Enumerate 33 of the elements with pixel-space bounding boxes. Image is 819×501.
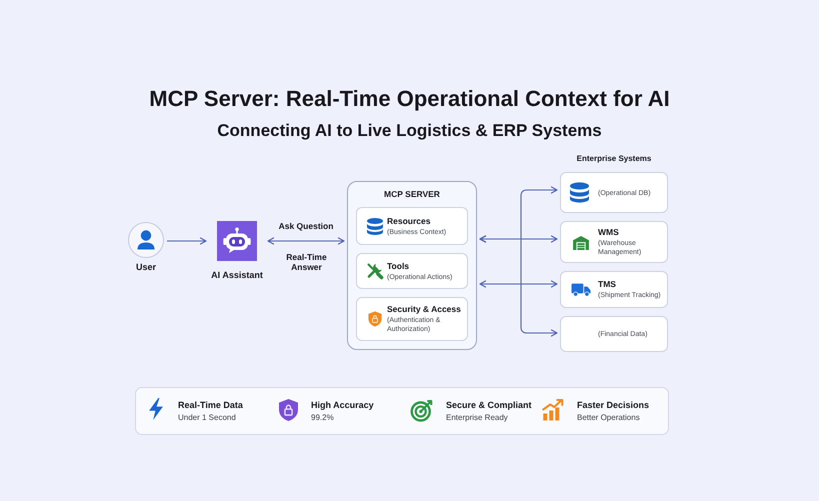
feature-subtitle: Enterprise Ready bbox=[446, 413, 508, 423]
component-card bbox=[356, 297, 468, 341]
feature-title: Real-Time Data bbox=[178, 400, 243, 411]
card-title: Resources bbox=[387, 216, 430, 226]
component-card bbox=[560, 271, 668, 308]
node-label: User bbox=[136, 262, 156, 273]
card-title: WMS bbox=[598, 227, 619, 238]
feature-title: Secure & Compliant bbox=[446, 400, 532, 411]
edge-label: Ask Question bbox=[278, 221, 334, 231]
component-card bbox=[560, 316, 668, 352]
double-arrow bbox=[479, 235, 558, 337]
feature-subtitle: Under 1 Second bbox=[178, 413, 236, 423]
feature-subtitle: Better Operations bbox=[577, 413, 640, 423]
card-title: Tools bbox=[387, 260, 410, 272]
card-title: Security & Access bbox=[387, 304, 461, 315]
section-heading: Enterprise Systems bbox=[576, 154, 652, 164]
feature-title: High Accuracy bbox=[311, 400, 374, 411]
component-card bbox=[356, 253, 468, 289]
double-arrow bbox=[479, 280, 558, 288]
server-panel bbox=[347, 181, 477, 350]
panel-heading: MCP SERVER bbox=[384, 189, 440, 199]
card-title: TMS bbox=[598, 279, 616, 290]
node-label: AI Assistant bbox=[211, 270, 263, 281]
note-text: Real-Time Answer bbox=[285, 252, 328, 272]
component-card bbox=[560, 221, 668, 263]
feature-title: Faster Decisions bbox=[577, 400, 650, 411]
component-card bbox=[356, 207, 468, 245]
feature-subtitle: 99.2% bbox=[311, 413, 334, 423]
double-arrow bbox=[267, 237, 345, 245]
arrow bbox=[167, 237, 207, 245]
title: MCP Server: Real-Time Operational Context for AI bbox=[149, 86, 670, 112]
subtitle: Connecting AI to Live Logistics & ERP Systems bbox=[217, 121, 602, 141]
component-card bbox=[560, 172, 668, 213]
